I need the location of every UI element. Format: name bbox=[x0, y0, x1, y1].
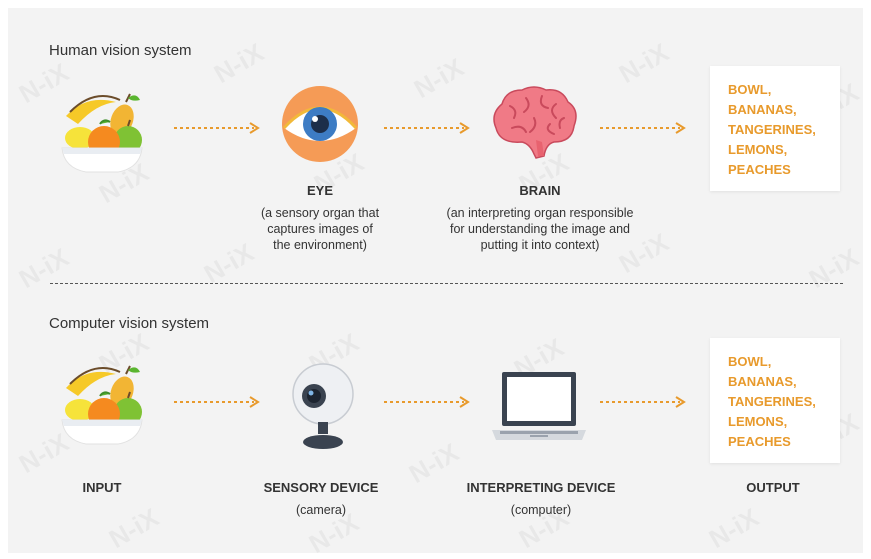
eye-desc-line: (a sensory organ that bbox=[260, 206, 380, 220]
sensor-desc: (camera) bbox=[295, 503, 346, 517]
brain-caption: BRAIN (an interpreting organ responsible… bbox=[426, 183, 654, 253]
output-item: LEMONS, bbox=[728, 414, 788, 429]
fruit-bowl-icon bbox=[61, 365, 143, 445]
webcam-icon bbox=[292, 363, 354, 449]
interpreter-caption: INTERPRETING DEVICE (computer) bbox=[444, 480, 638, 518]
watermark: N-iX bbox=[209, 37, 270, 90]
interpreter-title: INTERPRETING DEVICE bbox=[466, 480, 616, 495]
dotted-arrow-icon bbox=[600, 396, 686, 408]
brain-title: BRAIN bbox=[519, 183, 561, 198]
section-divider bbox=[50, 283, 843, 284]
human-section-title: Human vision system bbox=[49, 42, 192, 59]
brain-icon bbox=[493, 86, 577, 159]
sensor-title: SENSORY DEVICE bbox=[263, 480, 379, 495]
output-item: LEMONS, bbox=[728, 142, 788, 157]
dotted-arrow-icon bbox=[384, 122, 470, 134]
diagram-canvas: N-iX N-iX N-iX N-iX N-iX N-iX N-iX N-iX … bbox=[8, 8, 863, 553]
interpreter-desc: (computer) bbox=[510, 503, 572, 517]
input-title: INPUT bbox=[82, 480, 122, 495]
human-output-box: BOWL, BANANAS, TANGERINES, LEMONS, PEACH… bbox=[710, 66, 840, 191]
watermark: N-iX bbox=[14, 242, 75, 295]
output-item: BOWL, bbox=[728, 82, 772, 97]
brain-desc-line: putting it into context) bbox=[480, 238, 600, 252]
eye-title: EYE bbox=[306, 183, 333, 198]
input-caption: INPUT bbox=[52, 480, 152, 502]
output-item: PEACHES bbox=[728, 162, 791, 177]
computer-output-box: BOWL, BANANAS, TANGERINES, LEMONS, PEACH… bbox=[710, 338, 840, 463]
dotted-arrow-icon bbox=[174, 396, 260, 408]
output-item: TANGERINES, bbox=[728, 122, 816, 137]
brain-desc-line: for understanding the image and bbox=[450, 222, 630, 236]
eye-icon bbox=[282, 86, 358, 162]
eye-desc-line: captures images of bbox=[267, 222, 373, 236]
computer-section-title: Computer vision system bbox=[49, 315, 210, 332]
output-caption: OUTPUT bbox=[720, 480, 826, 502]
sensor-caption: SENSORY DEVICE (camera) bbox=[238, 480, 404, 518]
brain-desc-line: (an interpreting organ responsible bbox=[446, 206, 634, 220]
eye-caption: EYE (a sensory organ that captures image… bbox=[230, 183, 410, 253]
laptop-icon bbox=[492, 372, 586, 440]
dotted-arrow-icon bbox=[174, 122, 260, 134]
dotted-arrow-icon bbox=[600, 122, 686, 134]
output-item: BOWL, bbox=[728, 354, 772, 369]
watermark: N-iX bbox=[614, 37, 675, 90]
output-title: OUTPUT bbox=[746, 480, 800, 495]
output-item: BANANAS, bbox=[728, 374, 797, 389]
watermark: N-iX bbox=[704, 502, 765, 553]
fruit-bowl-icon bbox=[61, 93, 143, 173]
output-item: TANGERINES, bbox=[728, 394, 816, 409]
dotted-arrow-icon bbox=[384, 396, 470, 408]
watermark: N-iX bbox=[804, 242, 863, 295]
watermark: N-iX bbox=[104, 502, 165, 553]
output-item: PEACHES bbox=[728, 434, 791, 449]
eye-desc-line: the environment) bbox=[273, 238, 367, 252]
watermark: N-iX bbox=[409, 52, 470, 105]
output-item: BANANAS, bbox=[728, 102, 797, 117]
